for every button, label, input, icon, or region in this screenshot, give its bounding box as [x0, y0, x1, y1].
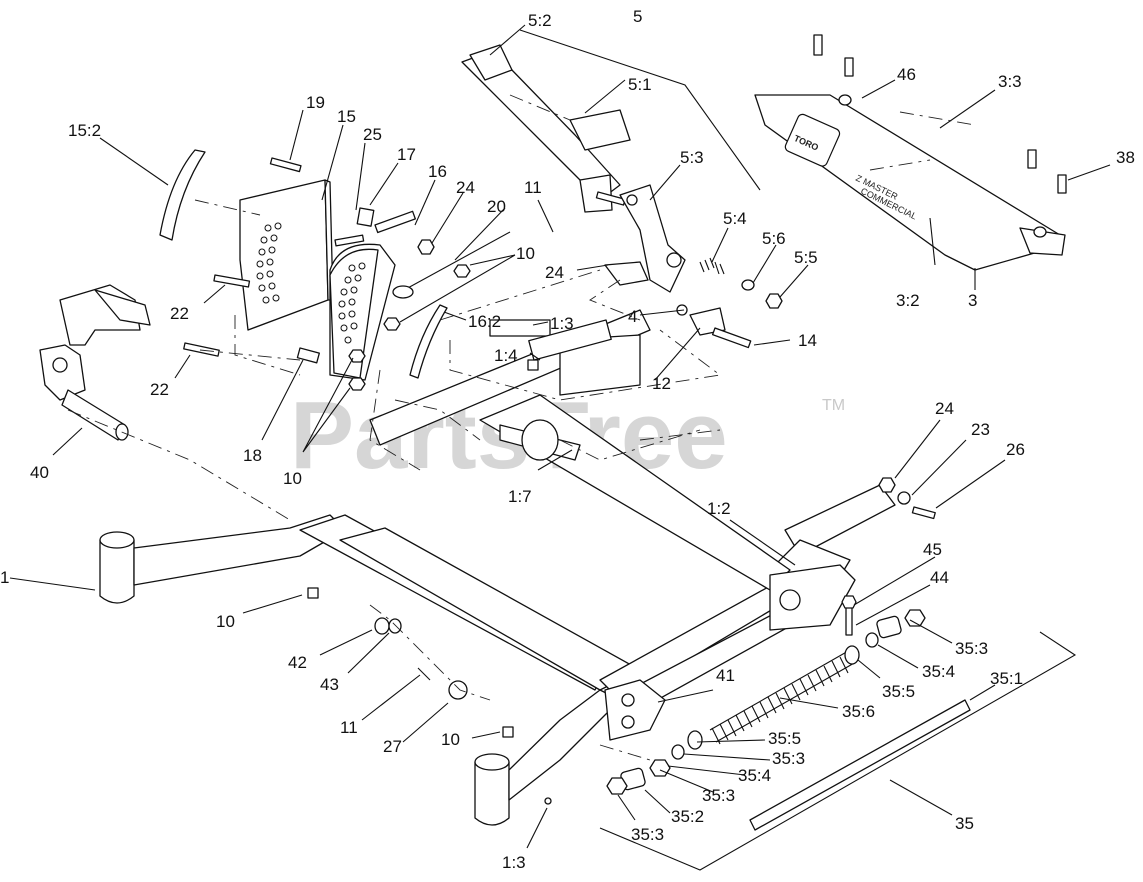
label-1: 1: [0, 568, 9, 587]
label-24-b: 24: [545, 263, 564, 282]
label-5-3: 5:3: [680, 148, 704, 167]
label-42: 42: [288, 653, 307, 672]
label-24-a: 24: [456, 178, 475, 197]
label-44: 44: [930, 568, 949, 587]
label-14: 14: [798, 331, 817, 350]
label-10-d: 10: [441, 730, 460, 749]
label-16: 16: [428, 162, 447, 181]
label-18: 18: [243, 446, 262, 465]
label-43: 43: [320, 675, 339, 694]
label-17: 17: [397, 145, 416, 164]
label-20: 20: [487, 197, 506, 216]
plates-15-16: [159, 149, 511, 381]
label-23: 23: [971, 420, 990, 439]
label-25: 25: [363, 125, 382, 144]
label-24-c: 24: [935, 399, 954, 418]
label-45: 45: [923, 540, 942, 559]
label-5-4: 5:4: [723, 209, 747, 228]
spring-assembly-35: [606, 595, 971, 831]
label-35: 35: [955, 814, 974, 833]
label-12: 12: [652, 374, 671, 393]
label-38: 38: [1116, 148, 1135, 167]
label-35-1: 35:1: [990, 669, 1023, 688]
label-46: 46: [897, 65, 916, 84]
label-11-b: 11: [340, 718, 358, 737]
label-5-6: 5:6: [762, 229, 786, 248]
label-35-2: 35:2: [671, 807, 704, 826]
pedal-assembly-5: [461, 44, 783, 349]
label-35-3-b: 35:3: [772, 749, 805, 768]
label-35-4-a: 35:4: [922, 662, 955, 681]
brand-plate-3: TORO Z MASTER COMMERCIAL: [754, 34, 1067, 271]
label-11-a: 11: [524, 178, 542, 197]
label-5-2: 5:2: [528, 11, 552, 30]
label-22-b: 22: [150, 380, 169, 399]
main-frame: [99, 309, 896, 826]
label-35-6: 35:6: [842, 702, 875, 721]
label-1-3-b: 1:3: [502, 853, 526, 872]
misc-hardware: [307, 319, 936, 805]
label-1-2: 1:2: [707, 499, 731, 518]
label-5-1: 5:1: [628, 75, 652, 94]
leader-lines: [9, 24, 1111, 871]
lever-40: [39, 284, 151, 441]
label-35-3-c: 35:3: [702, 786, 735, 805]
label-10-a: 10: [516, 244, 535, 263]
label-1-4: 1:4: [494, 346, 518, 365]
label-5: 5: [633, 7, 642, 26]
label-15: 15: [337, 107, 356, 126]
label-35-3-a: 35:3: [955, 639, 988, 658]
dashed-lines: [67, 94, 976, 761]
label-35-5-b: 35:5: [768, 729, 801, 748]
label-22-a: 22: [170, 304, 189, 323]
label-10-c: 10: [216, 612, 235, 631]
label-16-2: 16:2: [468, 312, 501, 331]
label-3-2: 3:2: [896, 291, 920, 310]
label-3: 3: [968, 291, 977, 310]
label-27: 27: [383, 737, 402, 756]
label-35-3-d: 35:3: [631, 825, 664, 844]
label-40: 40: [30, 463, 49, 482]
label-3-3: 3:3: [998, 72, 1022, 91]
label-26: 26: [1006, 440, 1025, 459]
label-35-4-b: 35:4: [738, 766, 771, 785]
label-35-5-a: 35:5: [882, 682, 915, 701]
label-1-3-a: 1:3: [550, 314, 574, 333]
callout-labels: 5:2 5 5:1 46 3:3 38 19 15 25 17 16 24 20…: [0, 7, 1135, 872]
label-1-7: 1:7: [508, 487, 532, 506]
label-19: 19: [306, 93, 325, 112]
label-41: 41: [716, 666, 735, 685]
label-4: 4: [628, 307, 637, 326]
label-10-b: 10: [283, 469, 302, 488]
label-5-5: 5:5: [794, 248, 818, 267]
label-15-2: 15:2: [68, 121, 101, 140]
watermark-tm: TM: [822, 397, 845, 414]
